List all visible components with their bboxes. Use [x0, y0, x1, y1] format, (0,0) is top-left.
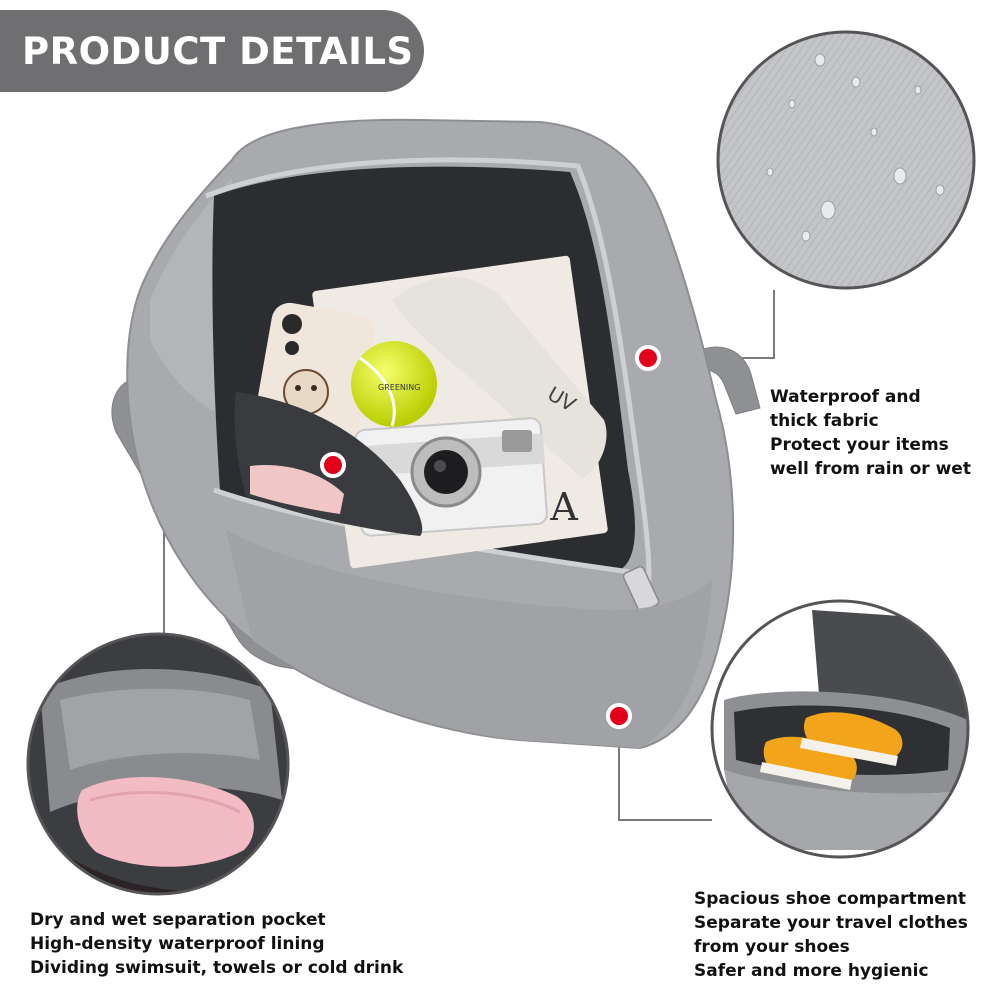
- caption-pocket-line-1: Dry and wet separation pocket: [30, 910, 326, 930]
- pocket-detail-circle: [26, 632, 290, 896]
- umbrella: UV: [392, 276, 607, 478]
- caption-shoes-line-1: Spacious shoe compartment: [694, 889, 967, 909]
- caption-pocket-line-2: High-density waterproof lining: [30, 934, 325, 954]
- caption-shoes: Spacious shoe compartment Separate your …: [694, 887, 968, 983]
- hotspot-shoes: [606, 703, 632, 729]
- caption-pocket-line-3: Dividing swimsuit, towels or cold drink: [30, 958, 404, 978]
- shoe-compartment-circle: [710, 599, 970, 859]
- caption-shoes-line-4: Safer and more hygienic: [694, 961, 929, 981]
- sneaker-2: [800, 712, 903, 766]
- hotspots: [320, 345, 661, 729]
- tennis-ball: GREENING: [351, 341, 437, 427]
- header-banner: PRODUCT DETAILS: [0, 10, 424, 92]
- tennis-ball-text: GREENING: [378, 383, 420, 392]
- fabric-detail-circle: [716, 30, 976, 290]
- caption-fabric-line-3: Protect your items: [770, 435, 949, 455]
- caption-fabric: Waterproof and thick fabric Protect your…: [770, 385, 971, 481]
- caption-fabric-line-2: thick fabric: [770, 411, 879, 431]
- caption-fabric-line-4: well from rain or wet: [770, 459, 971, 479]
- page-title: PRODUCT DETAILS: [22, 29, 414, 73]
- hotspot-pocket: [320, 452, 346, 478]
- caption-shoes-line-2: Separate your travel clothes: [694, 913, 968, 933]
- caption-fabric-line-1: Waterproof and: [770, 387, 921, 407]
- bag-contents: GA UV GREENING: [234, 255, 608, 569]
- caption-pocket: Dry and wet separation pocket High-densi…: [30, 908, 403, 980]
- connector-shoes: [618, 716, 712, 821]
- caption-shoes-line-3: from your shoes: [694, 937, 850, 957]
- hotspot-fabric: [635, 345, 661, 371]
